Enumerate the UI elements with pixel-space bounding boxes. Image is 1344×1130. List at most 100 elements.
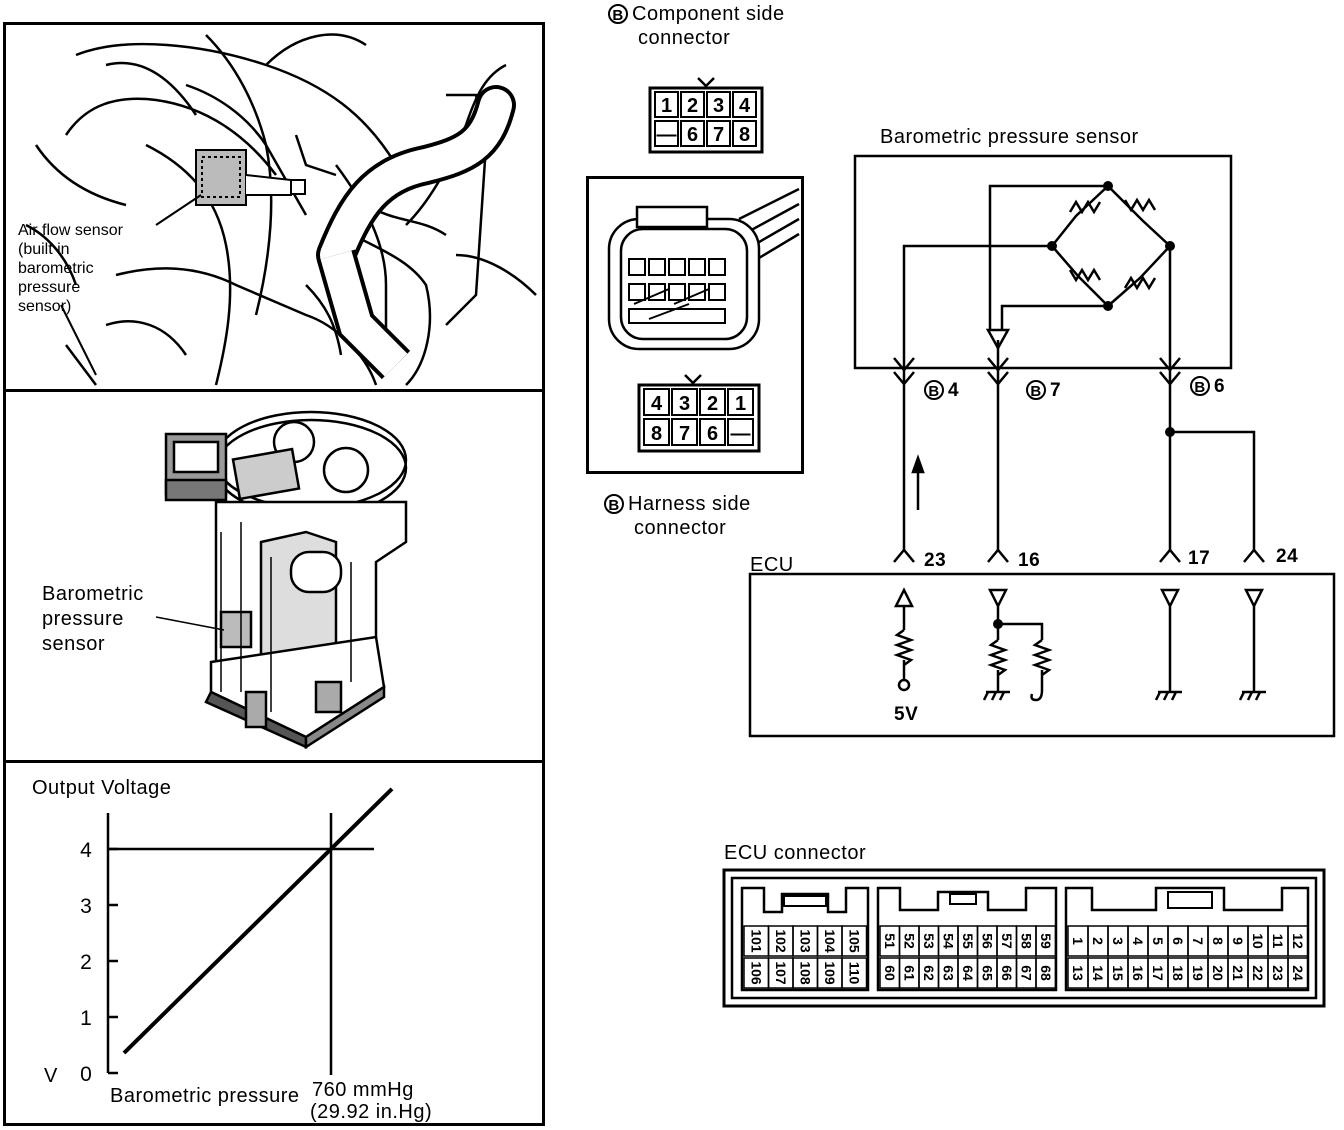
ecu-pin-number: 110 xyxy=(846,962,862,985)
pin-number: — xyxy=(731,423,751,445)
supply-5v-label: 5V xyxy=(894,704,919,725)
pin-cell-3 xyxy=(671,388,698,416)
pin-number: 6 xyxy=(687,124,698,146)
ecu-pin-number: 57 xyxy=(999,933,1015,949)
ecu-pin-number: 58 xyxy=(1018,933,1034,949)
ecu-pin-number: 56 xyxy=(979,933,995,949)
pin-cell-8 xyxy=(732,120,757,147)
y-tick-label-2: 2 xyxy=(80,951,92,974)
air-flow-sensor-illustration xyxy=(155,410,408,750)
callout-line-3: barometric xyxy=(18,260,94,277)
callout-line-5: sensor) xyxy=(18,298,72,315)
barometric-sensor-callout: Barometric pressure sensor xyxy=(42,582,144,657)
ecu-pin-number: 101 xyxy=(748,929,764,953)
ecu-pin-number: 16 xyxy=(1130,965,1146,981)
ecu-pin-number: 67 xyxy=(1018,965,1034,981)
ecu-pin-number: 105 xyxy=(846,929,862,953)
pin-number: 7 xyxy=(679,423,690,445)
ecu-pin-number: 9 xyxy=(1230,937,1246,945)
ecu-pin-cell-12 xyxy=(1287,925,1309,957)
chart-ref-x-label: 760 mmHg xyxy=(312,1079,414,1101)
ecu-pin-number: 15 xyxy=(1110,965,1126,981)
ecu-pin-number: 107 xyxy=(773,961,789,985)
ecu-pin-number: 12 xyxy=(1290,933,1306,949)
sensor-title: Barometric pressure sensor xyxy=(880,126,1139,148)
ecu-pin-number: 104 xyxy=(822,929,838,953)
ecu-pin-number: 60 xyxy=(882,965,898,981)
ecu-pin-cell-24 xyxy=(1287,957,1309,989)
callout-line-3: sensor xyxy=(42,633,106,655)
ecu-pin-number: 2 xyxy=(1090,937,1106,945)
callout-line-1: Air flow sensor xyxy=(18,222,123,239)
pin-cell-3 xyxy=(706,91,731,118)
y-tick-label-3: 3 xyxy=(80,895,92,918)
ecu-pin-number: 4 xyxy=(1130,937,1146,945)
sensor-component-panel: Barometric pressure sensor xyxy=(3,389,545,763)
ecu-pin-number: 14 xyxy=(1090,965,1106,981)
y-tick-label-4: 4 xyxy=(80,839,92,862)
chart-xlabel: Barometric pressure xyxy=(110,1085,300,1107)
ecu-connector-title: ECU connector xyxy=(724,842,867,864)
ecu-pin-cell-59 xyxy=(1035,925,1057,957)
pin-cell-— xyxy=(654,120,679,147)
ecu-pin-number: 109 xyxy=(822,961,838,985)
ecu-pin-number: 62 xyxy=(921,965,937,981)
pin-cell-6 xyxy=(699,418,726,446)
engine-bay-panel: Air flow sensor (built in barometric pre… xyxy=(3,22,545,392)
ecu-pin-number: 65 xyxy=(979,965,995,981)
ecu-pin-number: 52 xyxy=(901,933,917,949)
ecu-pin-number: 6 xyxy=(1170,937,1186,945)
ecu-pin-number: 21 xyxy=(1230,965,1246,981)
title-line-2: connector xyxy=(638,27,731,49)
chart-ylabel: Output Voltage xyxy=(32,777,172,799)
ecu-pin-number: 18 xyxy=(1170,965,1186,981)
callout-line-2: (built in xyxy=(18,241,70,258)
title-line-2: connector xyxy=(634,517,727,539)
chart-yunit: V xyxy=(44,1065,58,1087)
output-voltage-line xyxy=(122,787,394,1055)
pin-cell-1 xyxy=(727,388,754,416)
ecu-pin-number: 103 xyxy=(797,929,813,953)
pin-cell-8 xyxy=(643,418,670,446)
pin-cell-7 xyxy=(706,120,731,147)
pin-number: 1 xyxy=(661,95,672,117)
ecu-pin-number: 64 xyxy=(960,965,976,981)
ecu-pin-number: 51 xyxy=(882,933,898,949)
ecu-pin-24: 24 xyxy=(1276,546,1299,567)
pin-number: 8 xyxy=(739,124,750,146)
pin-number: 2 xyxy=(707,393,718,415)
ecu-pin-number: 19 xyxy=(1190,965,1206,981)
sensor-box xyxy=(853,154,1233,370)
pin-number: 4 xyxy=(739,95,751,117)
pin-number: 8 xyxy=(651,423,662,445)
title-line-1: Harness side xyxy=(628,493,751,515)
ecu-pin-number: 8 xyxy=(1210,937,1226,945)
ecu-pin-23: 23 xyxy=(924,550,947,571)
ecu-box xyxy=(748,572,1336,738)
pin-cell-6 xyxy=(680,120,705,147)
pin-number: 4 xyxy=(651,393,663,415)
pin-cell-4 xyxy=(643,388,670,416)
ecu-pin-cell-105 xyxy=(841,925,868,957)
ecu-pin-number: 59 xyxy=(1038,933,1054,949)
ecu-pin-number: 5 xyxy=(1150,937,1166,945)
pin-cell-4 xyxy=(732,91,757,118)
pin-number: 2 xyxy=(687,95,698,117)
ecu-pin-number: 13 xyxy=(1070,965,1086,981)
y-tick-label-0: 0 xyxy=(80,1063,92,1086)
ecu-pin-number: 102 xyxy=(773,929,789,953)
ecu-pin-cell-68 xyxy=(1035,957,1057,989)
pin-number: 1 xyxy=(735,393,746,415)
b-letter-badge: B xyxy=(608,4,628,24)
circuit-schematic xyxy=(748,154,1336,738)
ecu-pin-17: 17 xyxy=(1188,548,1211,569)
engine-bay-illustration xyxy=(25,33,537,386)
pin-number: 3 xyxy=(713,95,724,117)
ecu-pin-number: 53 xyxy=(921,933,937,949)
title-line-1: Component side xyxy=(632,3,785,25)
